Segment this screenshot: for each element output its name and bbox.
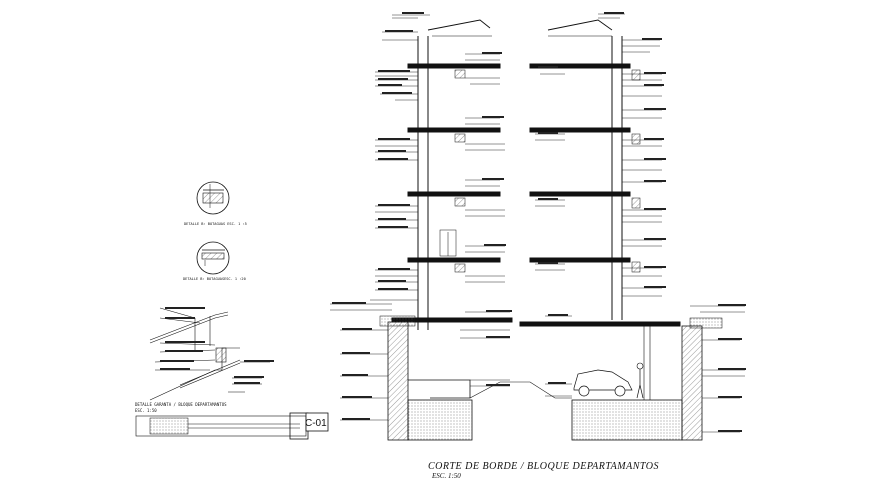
section-right-building [469,19,723,441]
section-left-building [379,19,513,441]
main-section-title: CORTE DE BORDE / BLOQUE DEPARTAMANTOS [428,461,659,472]
garage-plan-strip [135,412,329,440]
detail-2-botaguas [196,241,230,275]
annotation-text-blocks [160,12,746,432]
sheet-label: C-01 [305,418,327,429]
detail-1-caption: DETALLE B: BOTAGUAS ESC. 1 :5 [184,222,247,226]
garage-detail-title: DETALLE GARANTA / BLOQUE DEPARTAMANTOS [135,402,227,407]
detail-2-caption: DETALLE B: BOTAGUASESC. 1 :20 [183,277,246,281]
main-section-scale: ESC. 1:50 [432,472,461,480]
garage-detail-scale: ESC. 1:50 [135,408,157,413]
annotation-leaders-left [330,14,510,421]
detail-1-botaguas [196,181,230,215]
garage-detail [149,307,270,401]
